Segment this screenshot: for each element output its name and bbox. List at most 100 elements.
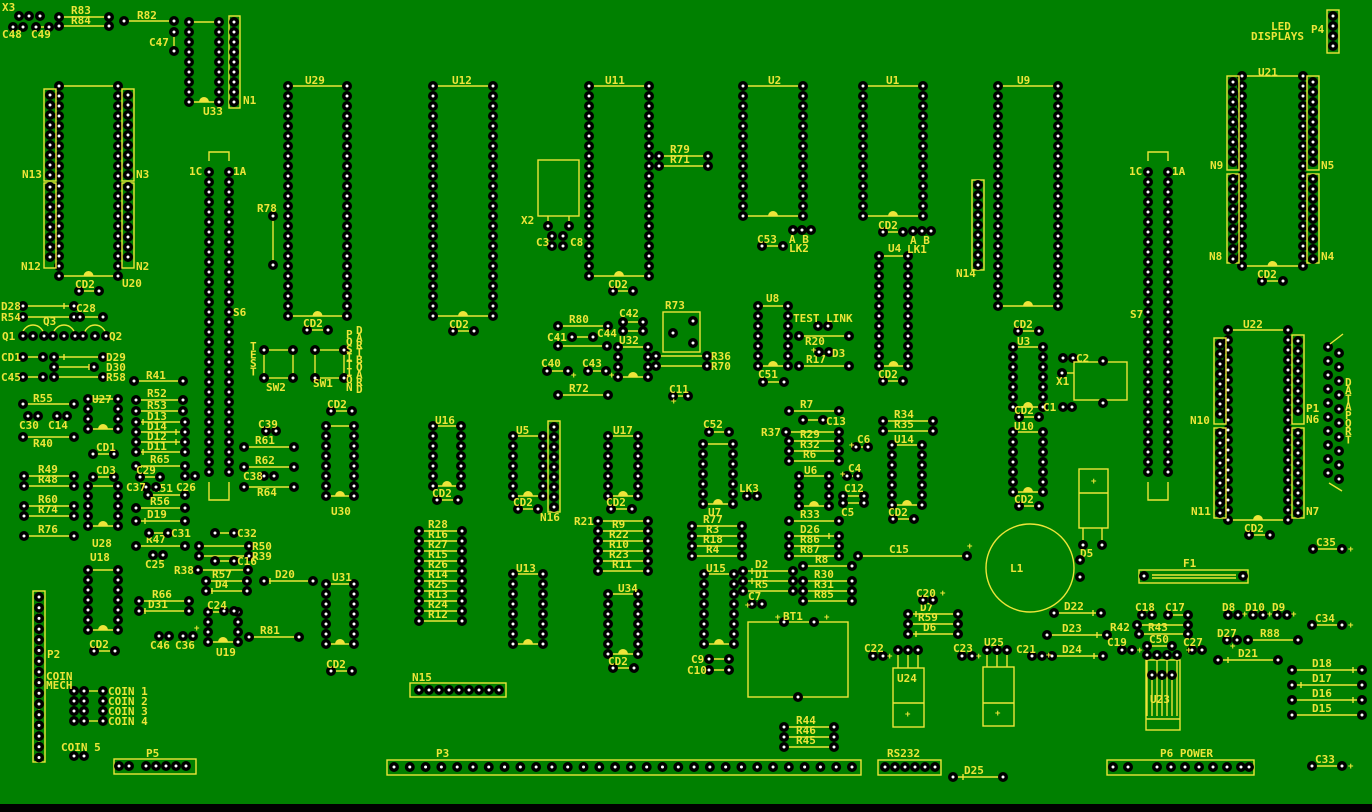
component-R44: R44: [779, 714, 839, 732]
component-C20: C20+: [916, 587, 946, 605]
component-C47: C47: [149, 27, 179, 56]
component-C3: C3: [536, 231, 557, 251]
component-C7: C7+: [745, 590, 767, 611]
component-R13: R13: [414, 588, 467, 606]
label-R87: R87: [800, 543, 820, 556]
group-COIN2: COIN 2: [69, 695, 148, 708]
polarity-plus: +: [849, 441, 855, 451]
group-LK3: LK3: [739, 482, 762, 501]
label-D19: D19: [147, 508, 167, 521]
label-Q1: Q1: [2, 330, 16, 343]
polarity-plus: +: [1230, 642, 1236, 652]
label-U21: U21: [1258, 66, 1278, 79]
label-U22: U22: [1243, 318, 1263, 331]
component-D28: D28: [1, 300, 79, 313]
label-DARTBOARD: B: [356, 354, 363, 367]
label-C48: C48: [2, 28, 22, 41]
label-RS232: RS232: [887, 747, 920, 760]
component-CD2: CD2: [326, 658, 357, 676]
label-R72: R72: [569, 382, 589, 395]
label-D13: D13: [147, 410, 167, 423]
component-C27: C27+: [1183, 636, 1207, 656]
label-TEST: E: [250, 349, 257, 362]
component-Q3: Q3: [43, 315, 80, 341]
label-R25: R25: [428, 578, 448, 591]
label-R7: R7: [800, 398, 813, 411]
label-CD2: CD2: [878, 368, 898, 381]
component-C48: C48: [2, 22, 28, 41]
label-DARTBOARD: D: [356, 324, 363, 337]
component-R21: R21: [574, 515, 653, 528]
label-R10: R10: [609, 538, 629, 551]
component-C44: C44: [597, 326, 648, 340]
component-R77: R77: [687, 513, 747, 531]
label-R77: R77: [703, 513, 723, 526]
component-C39: C39: [258, 418, 281, 436]
label-R27: R27: [428, 538, 448, 551]
connector-N6: N6: [1291, 334, 1320, 426]
connector-N7: N7: [1291, 427, 1319, 519]
polarity-plus: +: [976, 652, 982, 662]
label-U27: U27: [92, 393, 112, 406]
label-D4: D4: [215, 578, 229, 591]
label-R42: R42: [1110, 621, 1130, 634]
label-C47: C47: [149, 36, 169, 49]
label-D6: D6: [923, 621, 937, 634]
label-C51: C51: [758, 368, 778, 381]
label-X2: X2: [521, 214, 534, 227]
component-U7: U7: [698, 439, 738, 519]
polarity-plus: +: [609, 371, 615, 381]
label-U10: U10: [1014, 420, 1034, 433]
label-R88: R88: [1260, 627, 1280, 640]
label-F1: F1: [1183, 557, 1197, 570]
label-COIN-MECH: MECH: [46, 679, 73, 692]
label-DATAPORT: A: [1345, 384, 1352, 397]
bottom-edge-bar: [0, 804, 1372, 812]
component-CD2: CD2: [1014, 404, 1044, 422]
component-U13: U13: [508, 562, 548, 649]
component-U18: U18: [83, 551, 123, 635]
component-D21: D21: [1213, 647, 1283, 665]
label-R36: R36: [711, 350, 731, 363]
label-C17: C17: [1165, 601, 1185, 614]
label-L1: L1: [1010, 562, 1024, 575]
component-U4: U4: [874, 242, 913, 371]
label-CD2: CD2: [1244, 522, 1264, 535]
component-C4: C4+: [840, 462, 863, 481]
component-C26: C26: [176, 471, 200, 494]
polarity-plus: +: [1291, 610, 1297, 620]
component-R65: R65: [131, 453, 190, 471]
label-CD3: CD3: [96, 464, 116, 477]
label-U6: U6: [804, 464, 818, 477]
label-R13: R13: [428, 588, 448, 601]
label-U7: U7: [708, 506, 721, 519]
component-R25: R25: [414, 578, 467, 596]
label-C3: C3: [536, 236, 549, 249]
component-R27: R27: [414, 538, 467, 556]
component-D10: D10+: [1245, 601, 1273, 620]
component-U8: U8: [753, 292, 793, 371]
label-U18: U18: [90, 551, 110, 564]
component-R10: R10: [593, 538, 653, 556]
component-C25: C25: [145, 550, 168, 571]
component-R17: R17: [794, 353, 854, 371]
component-CD2: CD2: [74, 278, 104, 296]
label-C38: C38: [243, 470, 263, 483]
component-D19: D19: [131, 508, 190, 526]
label-R59: R59: [918, 611, 938, 624]
label-R21: R21: [574, 515, 594, 528]
label-D29: D29: [106, 351, 126, 364]
label-C15: C15: [889, 543, 909, 556]
component-C29: C29: [135, 464, 165, 482]
label-POSITION: P: [346, 328, 353, 341]
component-U6: U6: [794, 464, 834, 511]
group-COIN5: COIN 5: [61, 741, 101, 761]
label-C39: C39: [258, 418, 278, 431]
label-R52: R52: [147, 387, 167, 400]
label-TEST: T: [250, 340, 257, 353]
label-POSITION: O: [346, 336, 353, 349]
label-R31: R31: [814, 578, 834, 591]
label-U24: U24: [897, 672, 917, 685]
label-U14: U14: [894, 433, 914, 446]
